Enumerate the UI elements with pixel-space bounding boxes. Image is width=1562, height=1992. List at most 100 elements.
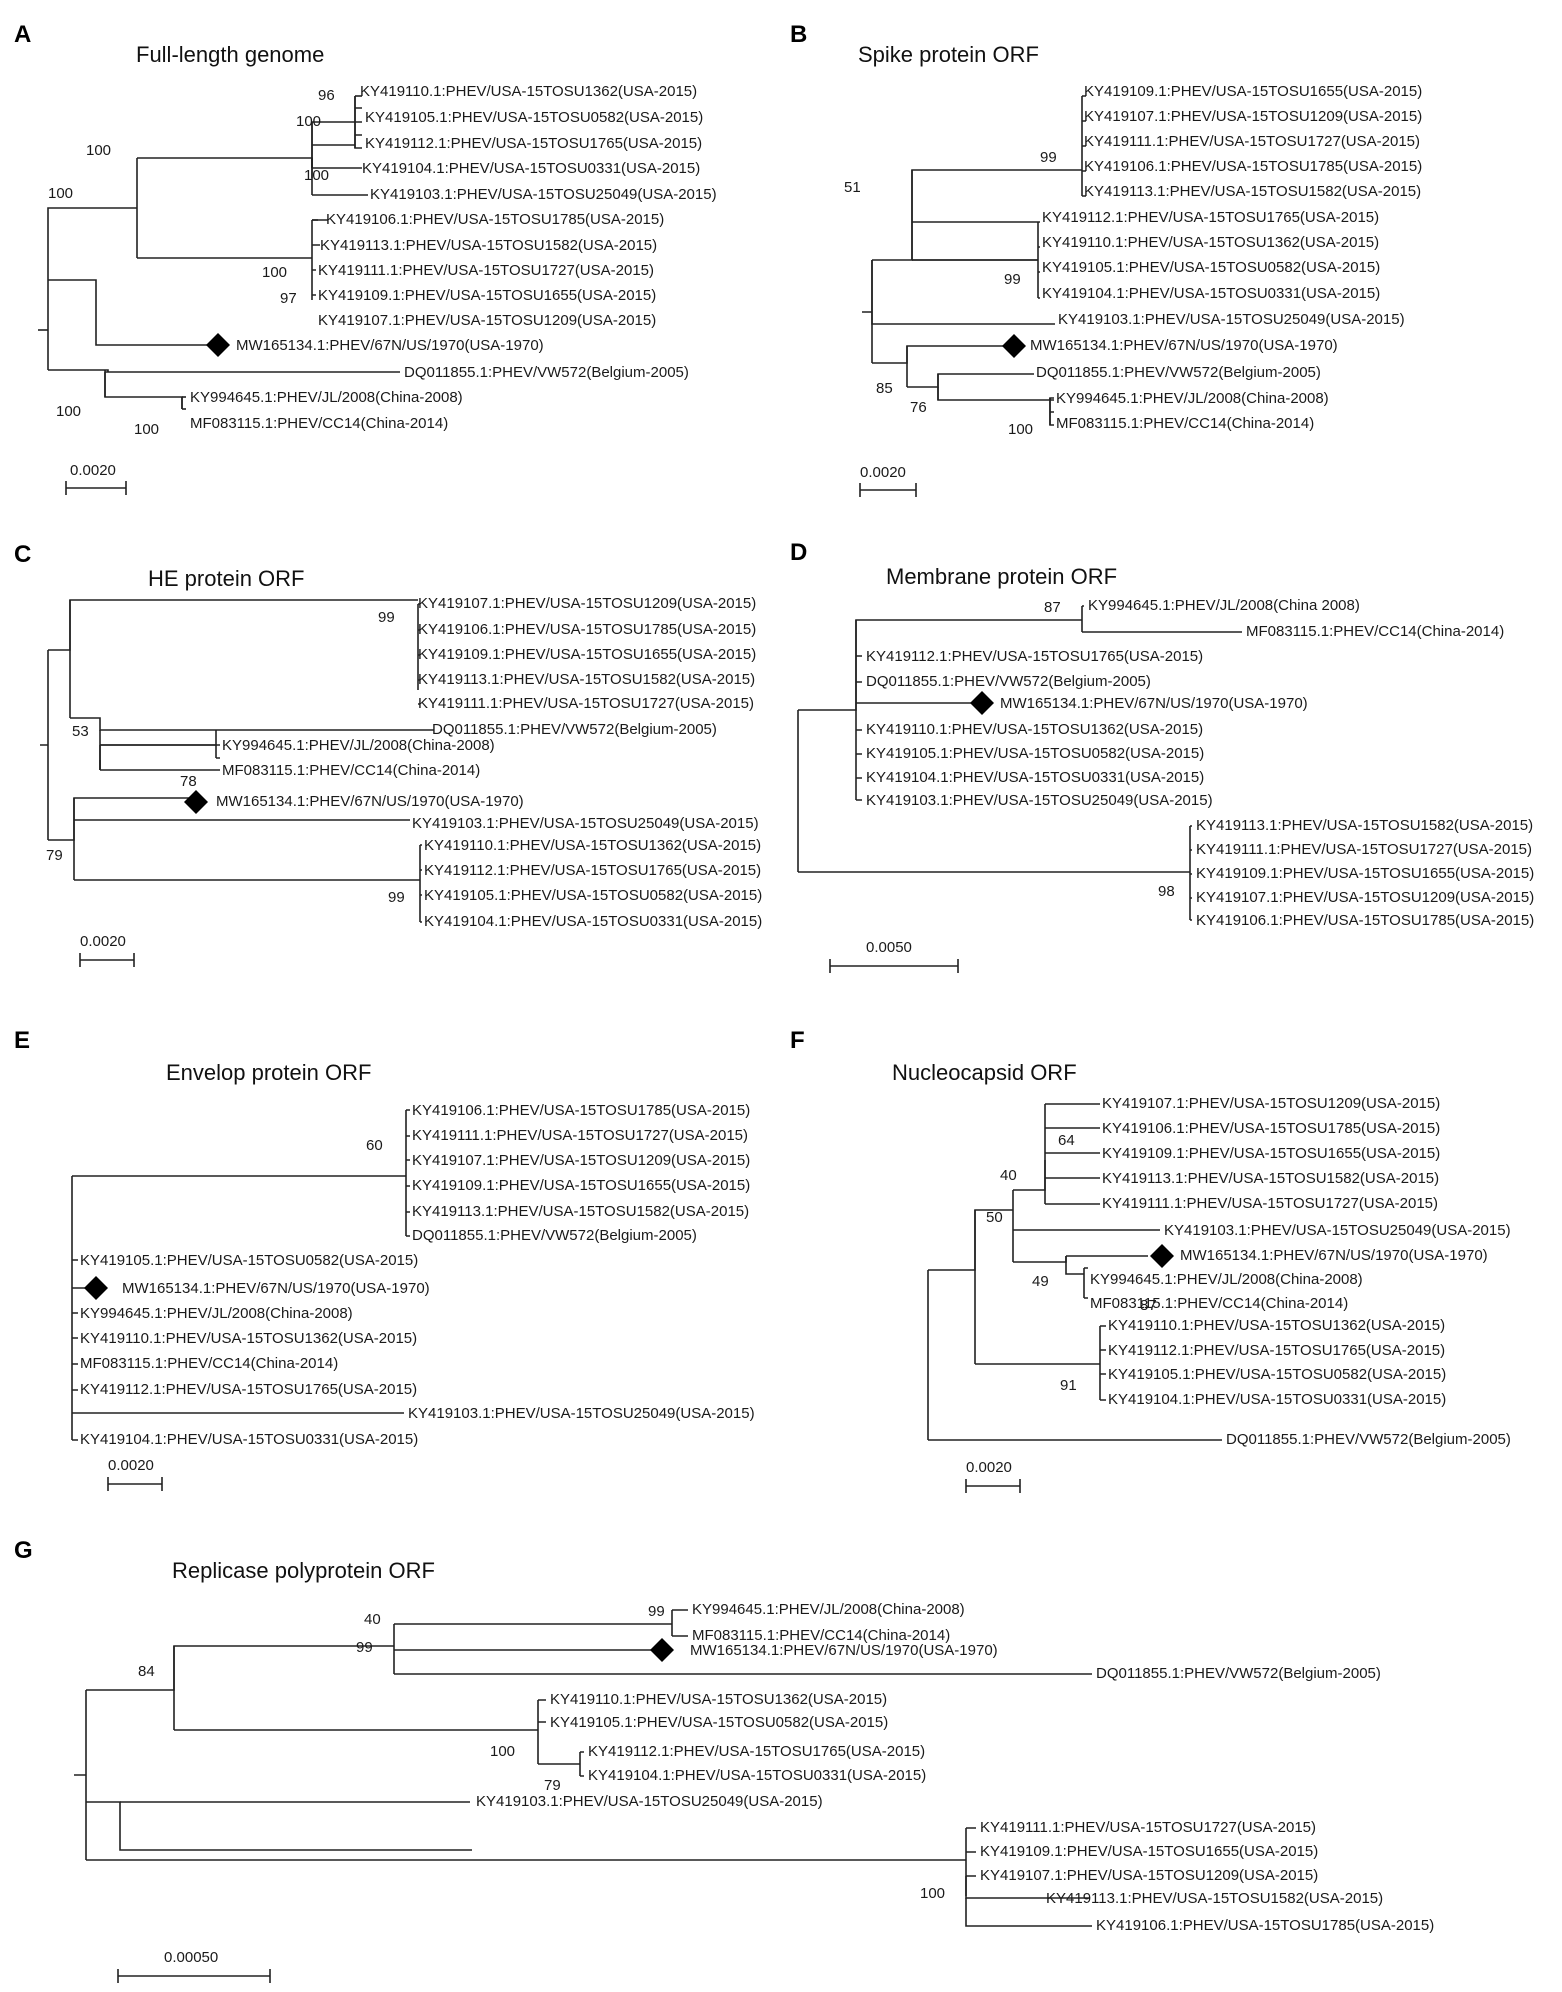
leaf-label: MF083115.1:PHEV/CC14(China-2014) — [692, 1627, 950, 1644]
bootstrap-value: 99 — [1004, 271, 1021, 288]
leaf-label: KY419109.1:PHEV/USA-15TOSU1655(USA-2015) — [1102, 1145, 1440, 1162]
panel-title: Full-length genome — [136, 42, 324, 67]
panel-b: B Spike protein ORF 0. — [790, 21, 1422, 497]
panel-letter: A — [14, 21, 31, 48]
leaf-label: KY419112.1:PHEV/USA-15TOSU1765(USA-2015) — [365, 135, 702, 152]
tree-branches — [74, 1609, 1092, 1927]
leaf-label: KY419113.1:PHEV/USA-15TOSU1582(USA-2015) — [412, 1203, 749, 1220]
leaf-label: KY994645.1:PHEV/JL/2008(China-2008) — [190, 389, 463, 406]
leaf-labels: KY994645.1:PHEV/JL/2008(China 2008) MF08… — [866, 597, 1534, 929]
panel-title: Nucleocapsid ORF — [892, 1060, 1077, 1085]
leaf-label: MW165134.1:PHEV/67N/US/1970(USA-1970) — [690, 1642, 998, 1659]
leaf-label: KY419110.1:PHEV/USA-15TOSU1362(USA-2015) — [1042, 234, 1379, 251]
bootstrap-values: 99 51 99 85 76 100 — [844, 149, 1057, 438]
leaf-label: KY994645.1:PHEV/JL/2008(China-2008) — [80, 1305, 353, 1322]
leaf-label: MF083115.1:PHEV/CC14(China-2014) — [80, 1355, 338, 1372]
leaf-label: MF083115.1:PHEV/CC14(China-2014) — [222, 762, 480, 779]
bootstrap-value: 87 — [1140, 1297, 1157, 1314]
leaf-label: KY994645.1:PHEV/JL/2008(China 2008) — [1088, 597, 1360, 614]
leaf-labels: KY419106.1:PHEV/USA-15TOSU1785(USA-2015)… — [80, 1102, 755, 1448]
leaf-label: KY419113.1:PHEV/USA-15TOSU1582(USA-2015) — [418, 671, 755, 688]
panel-letter: E — [14, 1027, 30, 1054]
leaf-label: KY419104.1:PHEV/USA-15TOSU0331(USA-2015) — [1042, 285, 1380, 302]
tree-branches — [927, 1103, 1222, 1441]
leaf-label: KY419104.1:PHEV/USA-15TOSU0331(USA-2015) — [588, 1767, 926, 1784]
bootstrap-value: 100 — [296, 113, 321, 130]
bootstrap-value: 100 — [86, 142, 111, 159]
leaf-label: KY419109.1:PHEV/USA-15TOSU1655(USA-2015) — [1084, 83, 1422, 100]
bootstrap-value: 97 — [280, 290, 297, 307]
leaf-label: KY419106.1:PHEV/USA-15TOSU1785(USA-2015) — [1096, 1917, 1434, 1934]
leaf-label: MW165134.1:PHEV/67N/US/1970(USA-1970) — [1030, 337, 1338, 354]
tree-branches — [71, 1109, 410, 1441]
leaf-label: KY419105.1:PHEV/USA-15TOSU0582(USA-2015) — [1108, 1366, 1446, 1383]
diamond-marker-icon — [184, 790, 208, 814]
leaf-label: MW165134.1:PHEV/67N/US/1970(USA-1970) — [236, 337, 544, 354]
bootstrap-values: 87 98 — [1044, 599, 1175, 900]
leaf-labels: KY419107.1:PHEV/USA-15TOSU1209(USA-2015)… — [216, 595, 762, 930]
leaf-label: DQ011855.1:PHEV/VW572(Belgium-2005) — [432, 721, 717, 738]
leaf-label: DQ011855.1:PHEV/VW572(Belgium-2005) — [1096, 1665, 1381, 1682]
leaf-label: KY419111.1:PHEV/USA-15TOSU1727(USA-2015) — [1102, 1195, 1438, 1212]
bootstrap-value: 96 — [318, 87, 335, 104]
leaf-label: KY419112.1:PHEV/USA-15TOSU1765(USA-2015) — [424, 862, 761, 879]
tree-branches — [40, 599, 434, 923]
bootstrap-value: 40 — [1000, 1167, 1017, 1184]
bootstrap-value: 40 — [364, 1611, 381, 1628]
diamond-marker-icon — [970, 691, 994, 715]
leaf-label: KY419111.1:PHEV/USA-15TOSU1727(USA-2015) — [1196, 841, 1532, 858]
bootstrap-value: 100 — [1008, 421, 1033, 438]
panel-letter: B — [790, 21, 807, 48]
leaf-label: KY419104.1:PHEV/USA-15TOSU0331(USA-2015) — [1108, 1391, 1446, 1408]
leaf-label: KY994645.1:PHEV/JL/2008(China-2008) — [222, 737, 495, 754]
leaf-label: KY419106.1:PHEV/USA-15TOSU1785(USA-2015) — [1102, 1120, 1440, 1137]
leaf-label: MF083115.1:PHEV/CC14(China-2014) — [1246, 623, 1504, 640]
leaf-label: KY419103.1:PHEV/USA-15TOSU25049(USA-2015… — [476, 1793, 823, 1810]
leaf-label: DQ011855.1:PHEV/VW572(Belgium-2005) — [1036, 364, 1321, 381]
bootstrap-value: 53 — [72, 723, 89, 740]
panel-f: F Nucleocapsid ORF 0.0020 KY419107.1:PHE… — [790, 1027, 1511, 1493]
bootstrap-value: 99 — [378, 609, 395, 626]
panel-e: E Envelop protein ORF 0.0020 KY419106.1:… — [14, 1027, 755, 1491]
bootstrap-value: 100 — [48, 185, 73, 202]
panel-letter: C — [14, 541, 31, 568]
leaf-label: KY419104.1:PHEV/USA-15TOSU0331(USA-2015) — [80, 1431, 418, 1448]
bootstrap-value: 99 — [388, 889, 405, 906]
leaf-labels: KY419107.1:PHEV/USA-15TOSU1209(USA-2015)… — [1090, 1095, 1511, 1448]
scale-label: 0.0020 — [80, 933, 126, 950]
leaf-label: KY419112.1:PHEV/USA-15TOSU1765(USA-2015) — [1042, 209, 1379, 226]
leaf-label: KY419107.1:PHEV/USA-15TOSU1209(USA-2015) — [980, 1867, 1318, 1884]
leaf-label: KY419113.1:PHEV/USA-15TOSU1582(USA-2015) — [1102, 1170, 1439, 1187]
scale-label: 0.0020 — [966, 1459, 1012, 1476]
leaf-label: KY419107.1:PHEV/USA-15TOSU1209(USA-2015) — [1084, 108, 1422, 125]
leaf-label: KY419105.1:PHEV/USA-15TOSU0582(USA-2015) — [80, 1252, 418, 1269]
bootstrap-values: 99 40 99 84 100 79 100 — [138, 1603, 945, 1902]
bootstrap-value: 79 — [46, 847, 63, 864]
leaf-label: MW165134.1:PHEV/67N/US/1970(USA-1970) — [216, 793, 524, 810]
leaf-label: DQ011855.1:PHEV/VW572(Belgium-2005) — [866, 673, 1151, 690]
bootstrap-value: 100 — [490, 1743, 515, 1760]
tree-branches — [38, 95, 400, 410]
bootstrap-value: 87 — [1044, 599, 1061, 616]
bootstrap-value: 84 — [138, 1663, 155, 1680]
leaf-label: MF083115.1:PHEV/CC14(China-2014) — [1090, 1295, 1348, 1312]
panel-title: Replicase polyprotein ORF — [172, 1558, 435, 1583]
leaf-label: MW165134.1:PHEV/67N/US/1970(USA-1970) — [1180, 1247, 1488, 1264]
leaf-label: KY419109.1:PHEV/USA-15TOSU1655(USA-2015) — [318, 287, 656, 304]
bootstrap-value: 99 — [648, 1603, 665, 1620]
bootstrap-value: 99 — [1040, 149, 1057, 166]
leaf-label: KY419104.1:PHEV/USA-15TOSU0331(USA-2015) — [362, 160, 700, 177]
bootstrap-value: 50 — [986, 1209, 1003, 1226]
panel-title: Membrane protein ORF — [886, 564, 1117, 589]
leaf-label: KY419111.1:PHEV/USA-15TOSU1727(USA-2015) — [418, 695, 754, 712]
panel-letter: D — [790, 539, 807, 566]
bootstrap-value: 76 — [910, 399, 927, 416]
bootstrap-values: 60 — [366, 1137, 383, 1154]
leaf-label: KY419106.1:PHEV/USA-15TOSU1785(USA-2015) — [1196, 912, 1534, 929]
leaf-label: KY419113.1:PHEV/USA-15TOSU1582(USA-2015) — [320, 237, 657, 254]
leaf-label: KY419109.1:PHEV/USA-15TOSU1655(USA-2015) — [418, 646, 756, 663]
leaf-label: KY419110.1:PHEV/USA-15TOSU1362(USA-2015) — [80, 1330, 417, 1347]
panel-title: HE protein ORF — [148, 566, 305, 591]
panel-c: C HE protein ORF 0.0020 KY419107.1:PHEV — [14, 541, 762, 967]
